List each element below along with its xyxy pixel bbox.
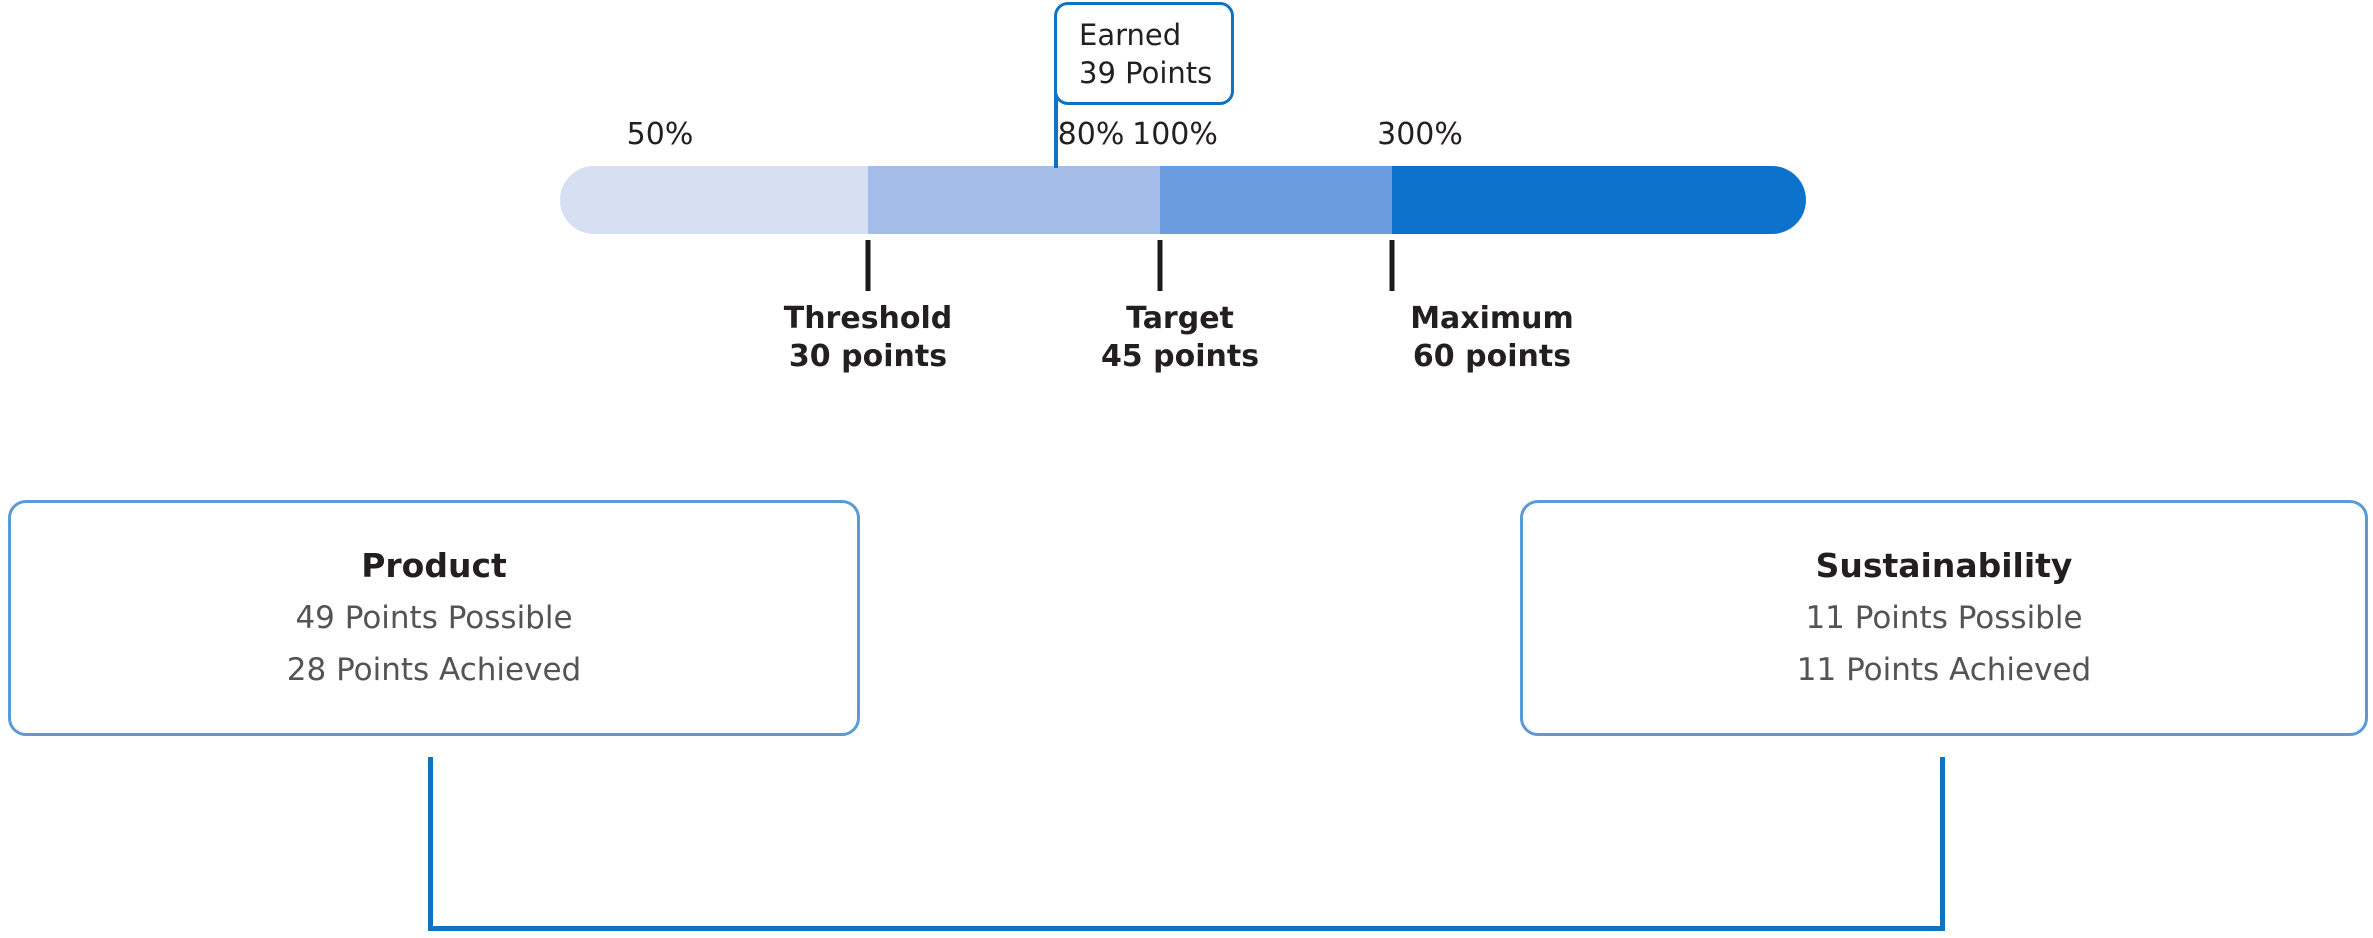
earned-callout-value: 39 Points: [1079, 55, 1213, 90]
category-box-sustainability[interactable]: Sustainability 11 Points Possible 11 Poi…: [1520, 500, 2368, 736]
marker-title-maximum: Maximum: [1410, 301, 1574, 336]
marker-label-maximum: Maximum 60 points: [1410, 300, 1574, 376]
connector-line-product: [428, 757, 433, 931]
percent-label-50: 50%: [626, 117, 694, 152]
connector-line-sustainability: [1940, 757, 1945, 931]
marker-sub-maximum: 60 points: [1412, 339, 1572, 374]
marker-label-target: Target 45 points: [1101, 300, 1259, 376]
marker-title-target: Target: [1126, 301, 1234, 336]
earned-callout-title: Earned: [1079, 17, 1182, 52]
percent-label-300: 300%: [1377, 117, 1463, 152]
category-title-sustainability: Sustainability: [1815, 546, 2073, 585]
category-title-product: Product: [361, 546, 507, 585]
earned-marker-line: [1054, 78, 1058, 168]
bar-segment-target-to-maximum: [1160, 166, 1392, 234]
category-possible-product: 49 Points Possible: [295, 600, 573, 636]
marker-title-threshold: Threshold: [783, 301, 953, 336]
category-achieved-sustainability: 11 Points Achieved: [1796, 652, 2092, 688]
tick-mark-maximum: [1389, 240, 1395, 291]
category-achieved-product: 28 Points Achieved: [286, 652, 582, 688]
marker-sub-target: 45 points: [1100, 339, 1260, 374]
tick-mark-target: [1157, 240, 1163, 291]
percent-label-100: 100%: [1132, 117, 1218, 152]
percent-label-80: 80%: [1057, 117, 1125, 152]
connector-line-horizontal: [428, 926, 1945, 931]
marker-sub-threshold: 30 points: [788, 339, 948, 374]
marker-label-threshold: Threshold 30 points: [784, 300, 953, 376]
earned-callout: Earned 39 Points: [1054, 2, 1234, 105]
bar-segment-threshold-to-target: [868, 166, 1160, 234]
category-box-product[interactable]: Product 49 Points Possible 28 Points Ach…: [8, 500, 860, 736]
category-possible-sustainability: 11 Points Possible: [1805, 600, 2083, 636]
tick-mark-threshold: [865, 240, 871, 291]
bar-segment-below-threshold: [560, 166, 868, 234]
payout-scale-bar: [560, 166, 1806, 234]
bar-segment-above-maximum: [1392, 166, 1806, 234]
